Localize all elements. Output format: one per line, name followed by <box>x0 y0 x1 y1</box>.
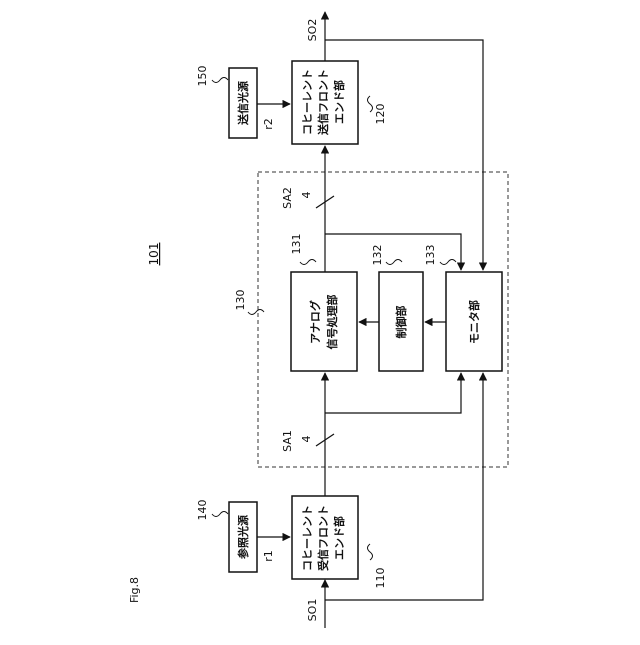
sa1-width-label: 4 <box>300 436 313 443</box>
analog-processor-block <box>291 272 357 371</box>
sa2-monitor-tap <box>325 234 461 270</box>
ref-133: 133 <box>424 245 437 266</box>
receiver-line2: 受信フロント <box>316 505 330 571</box>
ref-120: 120 <box>374 104 387 125</box>
r2-label: r2 <box>262 118 275 130</box>
leader-110 <box>368 544 373 560</box>
ref-140: 140 <box>196 500 209 521</box>
leader-131 <box>300 260 316 265</box>
leader-120 <box>368 96 373 112</box>
ref-110: 110 <box>374 568 387 589</box>
leader-132 <box>386 260 402 265</box>
leader-133 <box>440 260 456 265</box>
leader-140 <box>212 512 228 517</box>
ref-131: 131 <box>290 234 303 255</box>
transmitter-line2: 送信フロント <box>316 69 330 136</box>
so1-label: SO1 <box>306 599 319 622</box>
analog-processor-line2: 信号処理部 <box>325 295 339 350</box>
figure-label: Fig.8 <box>128 577 141 603</box>
monitor-label: モニタ部 <box>467 300 481 344</box>
sa2-width-label: 4 <box>300 192 313 199</box>
analog-processor-line1: アナログ <box>308 300 322 344</box>
sa1-monitor-tap <box>325 373 461 413</box>
reference-light-source-label: 参照光源 <box>236 515 250 559</box>
receiver-line1: コヒーレント <box>301 505 314 571</box>
receiver-line3: エンド部 <box>332 516 346 560</box>
leader-130 <box>248 310 264 315</box>
sa1-label: SA1 <box>281 430 294 452</box>
sa2-label: SA2 <box>281 187 294 209</box>
transmitter-line1: コヒーレント <box>301 69 314 135</box>
controller-label: 制御部 <box>394 306 408 339</box>
ref-130: 130 <box>234 290 247 311</box>
r1-label: r1 <box>262 550 275 562</box>
ref-150: 150 <box>196 66 209 87</box>
device-ref-label: 101 <box>147 243 161 266</box>
so2-label: SO2 <box>306 19 319 42</box>
leader-150 <box>212 78 228 83</box>
transmitter-line3: エンド部 <box>332 80 346 124</box>
transmit-light-source-label: 送信光源 <box>236 81 250 126</box>
ref-132: 132 <box>371 245 384 266</box>
